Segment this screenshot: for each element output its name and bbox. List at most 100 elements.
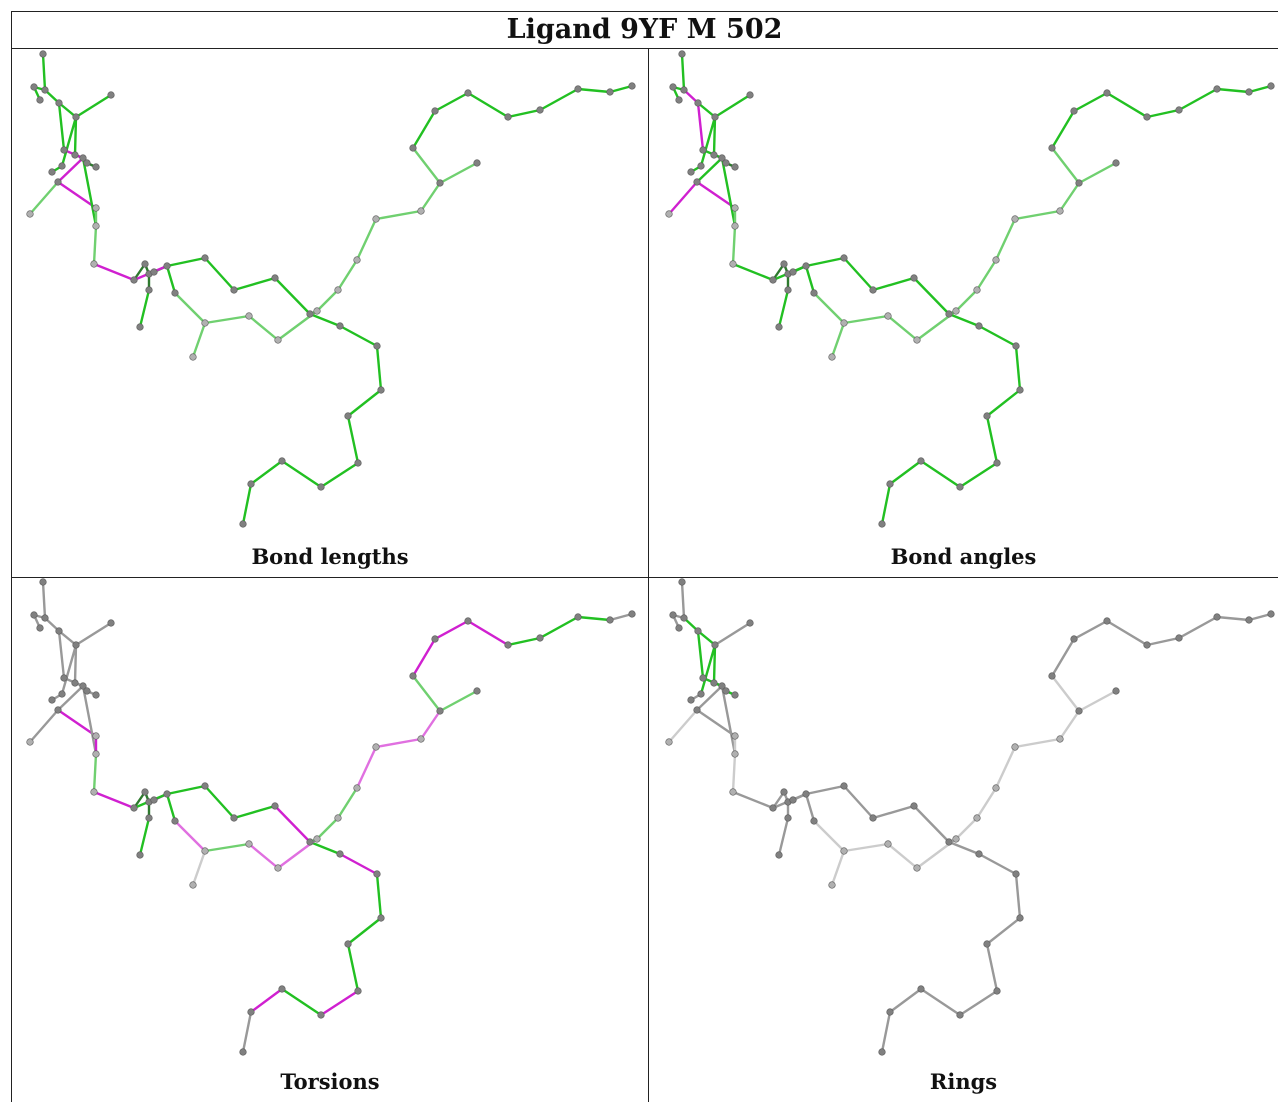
- bond: [720, 684, 737, 756]
- bond: [73, 643, 78, 685]
- atom: [247, 1008, 255, 1016]
- bond: [1050, 674, 1081, 713]
- atom: [417, 207, 425, 215]
- atom: [107, 619, 115, 627]
- atom: [694, 627, 702, 635]
- atom: [36, 624, 44, 632]
- atom: [377, 914, 385, 922]
- figure-title: Ligand 9YF M 502: [11, 11, 1278, 49]
- bond: [191, 849, 207, 887]
- atom: [678, 578, 686, 586]
- atom: [722, 159, 730, 167]
- atom: [372, 743, 380, 751]
- atom: [39, 50, 47, 58]
- atom: [230, 286, 238, 294]
- atom: [1143, 113, 1151, 121]
- atom: [1012, 342, 1020, 350]
- bond: [842, 784, 875, 820]
- atom: [775, 851, 783, 859]
- atom: [975, 322, 983, 330]
- bond: [203, 784, 236, 820]
- atom: [956, 483, 964, 491]
- panel-divider-horizontal: [11, 577, 1278, 578]
- atom: [1245, 88, 1253, 96]
- atom: [150, 796, 158, 804]
- bond: [73, 115, 78, 157]
- atom: [746, 91, 754, 99]
- bond: [977, 324, 1018, 348]
- atom: [41, 614, 49, 622]
- atom: [1103, 617, 1111, 625]
- atom: [317, 1011, 325, 1019]
- bond: [346, 388, 383, 418]
- atom: [1175, 106, 1183, 114]
- bond: [346, 916, 383, 946]
- bond: [777, 816, 790, 857]
- caption-rings: Rings: [929, 1069, 998, 1094]
- bond: [173, 291, 207, 325]
- atom: [431, 107, 439, 115]
- atom: [1056, 735, 1064, 743]
- atom: [869, 814, 877, 822]
- bond: [60, 115, 78, 168]
- atom: [278, 985, 286, 993]
- atom: [784, 814, 792, 822]
- atom: [1143, 641, 1151, 649]
- bond: [1077, 689, 1118, 713]
- atom: [90, 788, 98, 796]
- bond: [977, 852, 1018, 876]
- bond: [81, 684, 98, 756]
- atom: [72, 113, 80, 121]
- bond: [74, 93, 113, 119]
- bond: [696, 101, 717, 119]
- panel-torsions: Torsions: [12, 578, 648, 1102]
- bond: [994, 217, 1017, 262]
- atom: [171, 289, 179, 297]
- atom: [693, 178, 701, 186]
- bond: [812, 819, 846, 853]
- atom: [92, 691, 100, 699]
- bond: [1072, 91, 1109, 113]
- atom: [917, 457, 925, 465]
- atom: [886, 480, 894, 488]
- bond: [56, 180, 98, 210]
- bond: [695, 180, 737, 210]
- atom: [1048, 672, 1056, 680]
- atom: [693, 706, 701, 714]
- atom: [171, 817, 179, 825]
- bond: [1145, 108, 1181, 119]
- atom: [606, 88, 614, 96]
- bond: [1050, 109, 1076, 150]
- atom: [1011, 743, 1019, 751]
- atom: [504, 641, 512, 649]
- atom: [334, 814, 342, 822]
- atom: [769, 276, 777, 284]
- atom: [136, 323, 144, 331]
- atom: [1056, 207, 1064, 215]
- bond: [81, 156, 98, 228]
- molecule-graph: [665, 50, 1275, 528]
- atom: [373, 342, 381, 350]
- atom: [975, 850, 983, 858]
- bond: [56, 708, 98, 738]
- atom: [334, 286, 342, 294]
- bond: [1247, 612, 1273, 622]
- bond: [731, 262, 775, 282]
- atom: [83, 687, 91, 695]
- atom: [201, 847, 209, 855]
- atom: [675, 96, 683, 104]
- atom: [840, 319, 848, 327]
- bond: [57, 629, 66, 680]
- atom: [313, 835, 321, 843]
- atom: [913, 336, 921, 344]
- bond: [608, 84, 634, 94]
- atom: [353, 784, 361, 792]
- atom: [1213, 613, 1221, 621]
- bond: [608, 612, 634, 622]
- bond: [1013, 209, 1062, 221]
- atom: [718, 154, 726, 162]
- atom: [917, 985, 925, 993]
- bond: [958, 989, 999, 1017]
- atom: [731, 163, 739, 171]
- atom: [163, 262, 171, 270]
